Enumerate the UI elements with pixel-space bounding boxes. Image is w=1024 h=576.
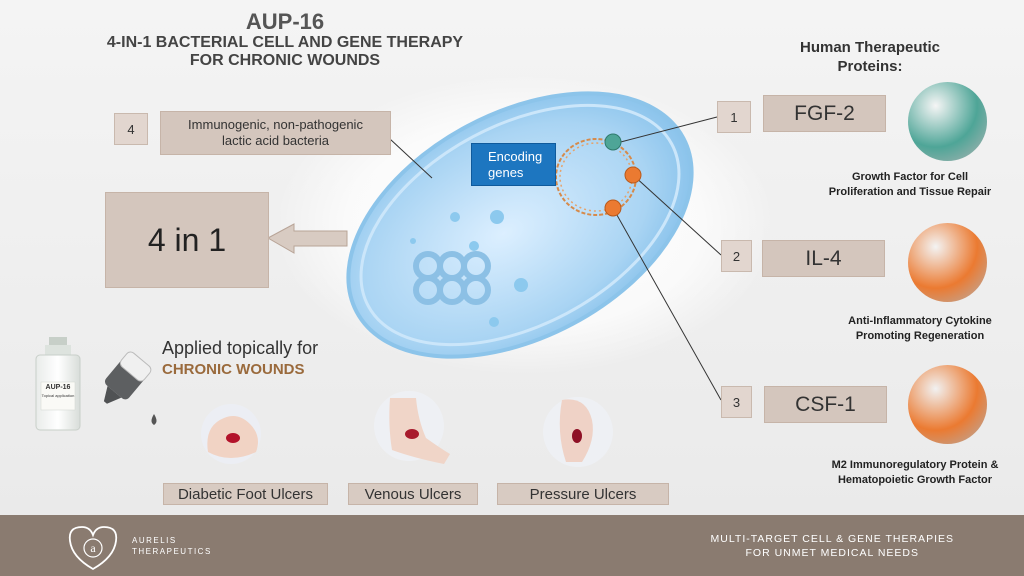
ulcer-label-diabetic-foot: Diabetic Foot Ulcers (163, 483, 328, 505)
encoding-line-1: Encoding (488, 149, 543, 164)
protein-1-number: 1 (717, 101, 751, 133)
subtitle-line-1: 4-IN-1 BACTERIAL CELL AND GENE THERAPY (106, 34, 464, 51)
protein-2-desc-line-1: Anti-Inflammatory Cytokine (848, 315, 992, 327)
footer-bar: a AURELIS THERAPEUTICS MULTI-TARGET CELL… (0, 515, 1024, 576)
svg-text:a: a (90, 541, 96, 555)
pressure-ulcer-image (543, 397, 613, 467)
ulcer-label-venous: Venous Ulcers (348, 483, 478, 505)
applied-line-2: CHRONIC WOUNDS (162, 361, 305, 378)
ulcer-label-pressure: Pressure Ulcers (497, 483, 669, 505)
bacteria-label-line-2: lactic acid bacteria (222, 133, 329, 148)
subtitle-line-2: FOR CHRONIC WOUNDS (189, 52, 381, 69)
footer-tagline: MULTI-TARGET CELL & GENE THERAPIES FOR U… (711, 532, 954, 560)
vial-label: AUP-16 Topical application (41, 384, 75, 400)
main-title: AUP-16 (245, 9, 325, 34)
protein-3-description: M2 Immunoregulatory Protein & Hematopoie… (805, 458, 1024, 488)
protein-sphere-csf1 (908, 365, 987, 444)
proteins-heading-line-2: Proteins: (837, 58, 903, 75)
protein-2-number: 2 (721, 240, 752, 272)
applied-topically-text: Applied topically for CHRONIC WOUNDS (162, 338, 318, 380)
nucleoid-icon (413, 251, 491, 305)
diabetic-foot-ulcer-image (201, 404, 261, 464)
applied-line-1: Applied topically for (162, 338, 319, 358)
dropper-bottle-icon (103, 351, 157, 425)
four-in-one-box: 4 in 1 (105, 192, 269, 288)
protein-3-desc-line-1: M2 Immunoregulatory Protein & (831, 459, 999, 471)
proteins-heading: Human Therapeutic Proteins: (770, 38, 970, 76)
protein-1-description: Growth Factor for Cell Proliferation and… (805, 170, 1015, 200)
brand-line-2: THERAPEUTICS (132, 547, 212, 556)
gene-fgf2-bead (604, 133, 622, 151)
connector-lines (389, 116, 722, 401)
vial-label-line-2: Topical application (41, 393, 75, 398)
gene-il4-bead (624, 166, 642, 184)
protein-1-desc-line-2: Proliferation and Tissue Repair (828, 186, 992, 198)
diagram-canvas (35, 75, 775, 467)
tagline-line-1: MULTI-TARGET CELL & GENE THERAPIES (710, 533, 954, 545)
proteins-heading-line-1: Human Therapeutic (799, 39, 941, 56)
vial-illustration (35, 337, 81, 431)
arrow-left-icon (266, 223, 348, 254)
bacterium-cell-illustration (275, 75, 775, 375)
vial-label-line-1: AUP-16 (45, 384, 71, 391)
protein-2-desc-line-2: Promoting Regeneration (855, 330, 985, 342)
venous-ulcer-image (374, 391, 450, 464)
protein-2-name: IL-4 (762, 240, 885, 277)
aurelis-logo-icon: a (68, 526, 118, 571)
protein-1-desc-line-1: Growth Factor for Cell (851, 171, 969, 183)
title-block: AUP-16 4-IN-1 BACTERIAL CELL AND GENE TH… (50, 10, 520, 70)
bacteria-label-line-1: Immunogenic, non-pathogenic (188, 117, 363, 132)
protein-sphere-il4 (908, 223, 987, 302)
tagline-line-2: FOR UNMET MEDICAL NEEDS (745, 547, 920, 559)
encoding-genes-box: Encoding genes (471, 143, 556, 186)
protein-1-name: FGF-2 (763, 95, 886, 132)
protein-3-desc-line-2: Hematopoietic Growth Factor (837, 474, 993, 486)
bacteria-number-box: 4 (114, 113, 148, 145)
encoding-line-2: genes (488, 165, 524, 180)
gene-csf1-bead (604, 199, 622, 217)
brand-name: AURELIS THERAPEUTICS (132, 535, 212, 557)
protein-sphere-fgf2 (908, 82, 987, 161)
protein-2-description: Anti-Inflammatory Cytokine Promoting Reg… (815, 314, 1024, 344)
protein-3-number: 3 (721, 386, 752, 418)
bacteria-label-box: Immunogenic, non-pathogenic lactic acid … (160, 111, 391, 155)
protein-3-name: CSF-1 (764, 386, 887, 423)
brand-line-1: AURELIS (132, 536, 177, 545)
